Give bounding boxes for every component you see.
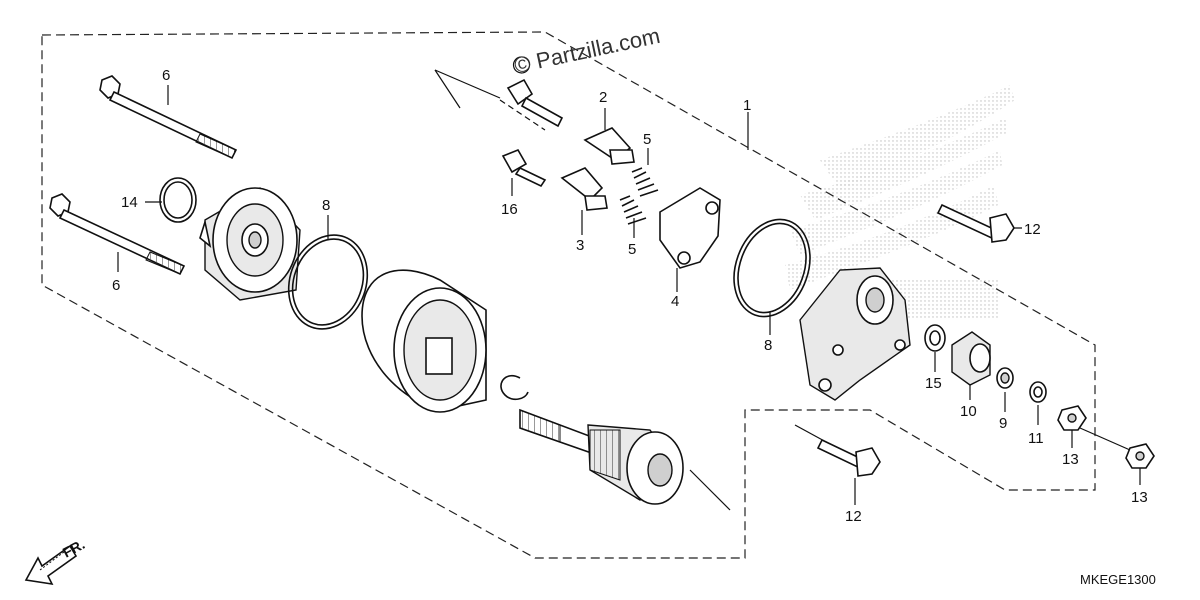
armature xyxy=(519,408,684,505)
bolt-long-lower xyxy=(49,193,186,276)
callout-12-upper: 12 xyxy=(1024,221,1041,238)
callout-10: 10 xyxy=(960,403,977,420)
callout-6-upper: 6 xyxy=(162,67,170,84)
brush-spring-lower xyxy=(619,195,647,225)
rear-cover xyxy=(799,267,911,401)
bolt-12-lower xyxy=(816,438,881,477)
terminal-bolt xyxy=(506,78,564,128)
callout-5-upper: 5 xyxy=(643,131,651,148)
callout-8-front: 8 xyxy=(322,197,330,214)
callout-5-lower: 5 xyxy=(628,241,636,258)
watermark-text: © Partzilla.com xyxy=(512,23,662,78)
callout-2: 2 xyxy=(599,89,607,106)
callout-1: 1 xyxy=(743,97,751,114)
callout-15: 15 xyxy=(925,375,942,392)
callout-16: 16 xyxy=(501,201,518,218)
callout-4: 4 xyxy=(671,293,679,310)
arrow-down-left-icon xyxy=(24,544,78,586)
callout-9: 9 xyxy=(999,415,1007,432)
nut-13-b xyxy=(1125,443,1155,469)
callout-8-rear: 8 xyxy=(764,337,772,354)
honda-wing-logo xyxy=(785,85,1015,320)
callout-3: 3 xyxy=(576,237,584,254)
washer-15 xyxy=(924,324,946,352)
callout-11: 11 xyxy=(1028,430,1044,447)
brush-holder-plate xyxy=(659,187,721,269)
o-ring-front xyxy=(287,234,369,330)
brush-spring-upper xyxy=(631,167,659,197)
screw-16 xyxy=(501,148,547,188)
assembly-frame xyxy=(41,31,1096,559)
callout-14: 14 xyxy=(121,194,138,211)
diagram-code: MKEGE1300 xyxy=(1080,572,1156,587)
front-cover xyxy=(199,187,301,301)
brush-positive xyxy=(583,127,635,165)
o-ring-rear xyxy=(733,218,811,318)
bolt-long-upper xyxy=(99,75,238,160)
callout-12-lower: 12 xyxy=(845,508,862,525)
front-direction: FR. xyxy=(24,536,87,586)
bolt-12-upper xyxy=(936,203,1015,243)
pinion-gear xyxy=(951,331,991,386)
yoke-housing xyxy=(361,269,487,413)
collar-9 xyxy=(996,367,1014,389)
circlip xyxy=(500,375,529,401)
copyright-icon xyxy=(512,56,531,74)
callout-6-lower: 6 xyxy=(112,277,120,294)
nut-13-a xyxy=(1057,405,1087,431)
o-ring-small xyxy=(159,177,197,223)
callout-13-a: 13 xyxy=(1062,451,1079,468)
callout-13-b: 13 xyxy=(1131,489,1148,506)
callout-labels: 6 6 14 8 2 3 5 5 4 1 16 8 12 15 10 9 11 … xyxy=(112,67,1148,525)
washer-11 xyxy=(1029,381,1047,403)
brush-negative xyxy=(560,167,608,211)
watermark: © Partzilla.com xyxy=(512,23,662,78)
